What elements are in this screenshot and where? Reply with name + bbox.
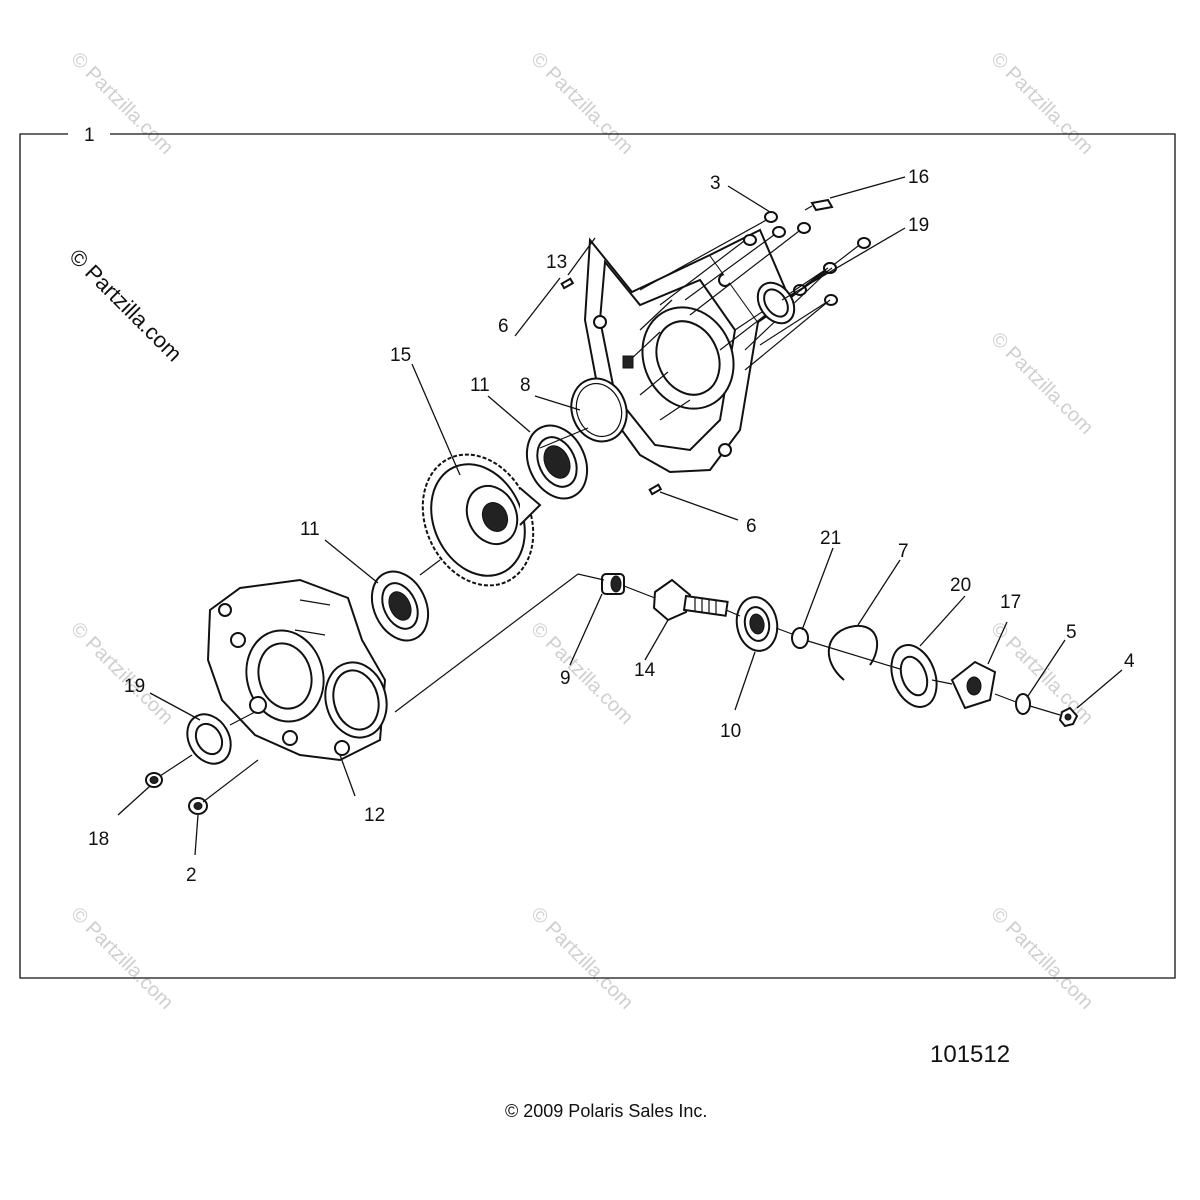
watermark: © Partzilla.com (526, 903, 637, 1014)
callout-5: 5 (1066, 622, 1077, 643)
callout-12: 12 (364, 805, 385, 826)
callout-13: 13 (546, 252, 567, 273)
callout-4: 4 (1124, 651, 1135, 672)
callout-11-upper: 11 (470, 375, 490, 396)
callout-16: 16 (908, 167, 929, 188)
breather-fitting (804, 198, 834, 212)
axis-lines (159, 427, 1061, 803)
callout-18: 18 (88, 829, 109, 850)
dowel-pin-upper (560, 277, 575, 290)
watermark: © Partzilla.com (526, 618, 637, 729)
drain-plug-18 (145, 772, 163, 788)
bearing-lower (370, 570, 430, 642)
watermark: © Partzilla.com (66, 903, 177, 1014)
callout-6-lower: 6 (746, 516, 757, 537)
leader-lines (117, 176, 1123, 856)
housing-cover (583, 228, 792, 474)
watermark: © Partzilla.com (526, 48, 637, 159)
seal-lower (186, 713, 232, 765)
bushing (601, 573, 625, 595)
watermark-main: © Partzilla.com (64, 244, 187, 367)
pinion-bearing (735, 596, 779, 652)
callout-8: 8 (520, 375, 531, 396)
diagram-number: 101512 (930, 1041, 1010, 1068)
pinion-seal (890, 644, 938, 708)
ring-gear (421, 453, 542, 587)
callout-2: 2 (186, 865, 197, 886)
washer (1015, 693, 1031, 715)
main-housing (206, 578, 388, 762)
callout-10: 10 (720, 721, 741, 742)
callout-11-lower: 11 (300, 519, 320, 540)
callout-7: 7 (898, 541, 909, 562)
watermark: © Partzilla.com (986, 48, 1097, 159)
callout-20: 20 (950, 575, 971, 596)
callout-19-upper: 19 (908, 215, 929, 236)
snap-ring (827, 624, 878, 681)
watermark: © Partzilla.com (986, 618, 1097, 729)
bearing-upper (525, 424, 589, 500)
callout-17: 17 (1000, 592, 1021, 613)
o-ring (791, 627, 809, 649)
copyright-notice: © 2009 Polaris Sales Inc. (505, 1101, 707, 1121)
callout-15: 15 (390, 345, 411, 366)
callout-9: 9 (560, 668, 571, 689)
shim-ring (570, 377, 628, 443)
callout-21: 21 (820, 528, 841, 549)
callout-6-upper: 6 (498, 316, 509, 337)
assembly-frame: 1 (19, 125, 1176, 979)
callout-labels: 3 16 19 13 6 8 11 15 11 6 21 7 20 17 5 4… (88, 167, 1135, 886)
drain-plug-2 (188, 797, 208, 815)
callout-1: 1 (84, 125, 95, 146)
callout-3: 3 (710, 173, 721, 194)
pinion-gear (652, 578, 729, 622)
callout-14: 14 (634, 660, 656, 681)
watermark: © Partzilla.com (986, 328, 1097, 439)
nut (1058, 706, 1079, 728)
watermark: © Partzilla.com (986, 903, 1097, 1014)
dowel-pin-lower (648, 483, 663, 496)
watermark: © Partzilla.com (66, 618, 177, 729)
yoke-flange (950, 660, 997, 710)
seal-upper (756, 281, 796, 325)
watermark-group: © Partzilla.com © Partzilla.com © Partzi… (64, 48, 1097, 1014)
callout-19-lower: 19 (124, 676, 145, 697)
